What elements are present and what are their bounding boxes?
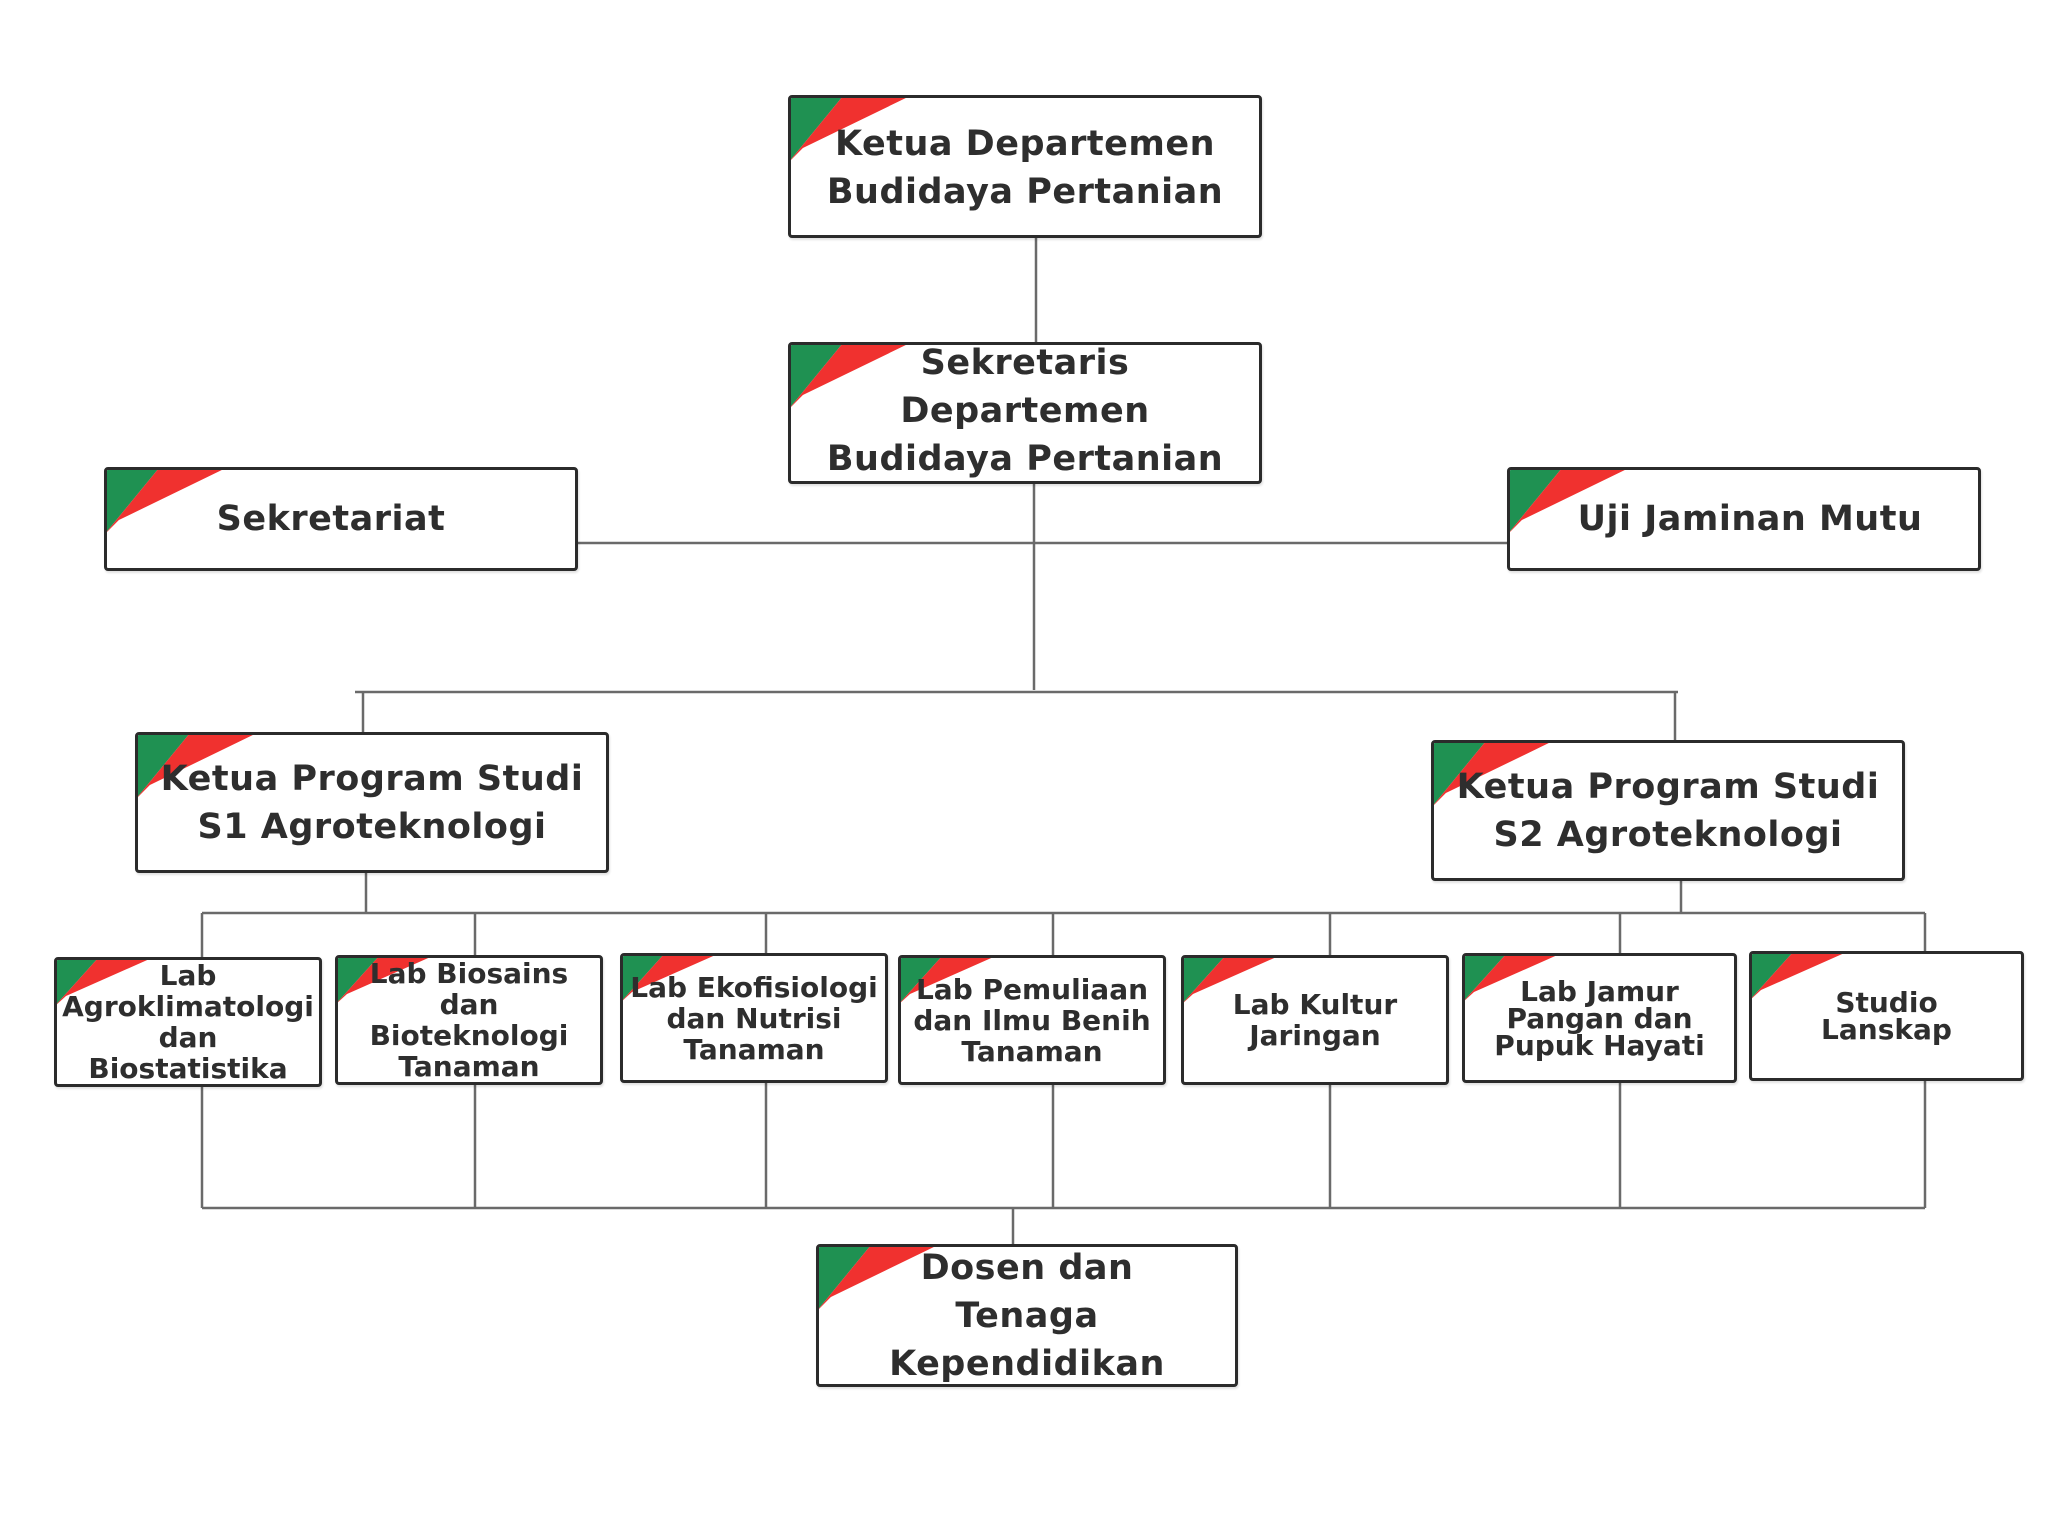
node-lab-jamur: Lab Jamur Pangan dan Pupuk Hayati: [1462, 953, 1737, 1083]
flag-red-stripe: [791, 98, 906, 160]
node-lab-pemuliaan: Lab Pemuliaan dan Ilmu Benih Tanaman: [898, 955, 1166, 1085]
node-studio-lanskap: Studio Lanskap: [1749, 951, 2024, 1081]
flag-red-stripe: [57, 960, 148, 1005]
corner-flag-icon: [138, 735, 253, 797]
corner-flag-icon: [901, 958, 992, 1003]
corner-flag-icon: [791, 345, 906, 407]
corner-flag-icon: [791, 98, 906, 160]
corner-flag-icon: [1510, 470, 1625, 532]
flag-red-stripe: [901, 958, 992, 1003]
corner-flag-icon: [338, 958, 429, 1003]
node-label: Dosen dan Tenaga Kependidikan: [889, 1247, 1165, 1384]
flag-red-stripe: [1184, 958, 1275, 1003]
node-lab-ekofisiologi: Lab Ekofisiologi dan Nutrisi Tanaman: [620, 953, 888, 1083]
flag-red-stripe: [1465, 956, 1556, 1001]
flag-red-stripe: [1434, 743, 1549, 805]
flag-red-stripe: [338, 958, 429, 1003]
node-label: Ketua Departemen Budidaya Pertanian: [826, 123, 1224, 212]
node-label: Lab Jamur Pangan dan Pupuk Hayati: [1494, 974, 1705, 1062]
corner-flag-icon: [57, 960, 148, 1005]
corner-flag-icon: [107, 470, 222, 532]
corner-flag-icon: [1752, 954, 1843, 999]
node-lab-biosains: Lab Biosains dan Bioteknologi Tanaman: [335, 955, 603, 1085]
flag-red-stripe: [1510, 470, 1625, 532]
node-label: Sekretariat: [216, 499, 446, 539]
node-label: Sekretaris Departemen Budidaya Pertanian: [826, 343, 1224, 479]
node-label: Lab Kultur Jaringan: [1232, 988, 1398, 1052]
node-uji-jaminan-mutu: Uji Jaminan Mutu: [1507, 467, 1981, 571]
corner-flag-icon: [1465, 956, 1556, 1001]
node-sekretaris-departemen: Sekretaris Departemen Budidaya Pertanian: [788, 342, 1262, 484]
node-kaprodi-s1: Ketua Program Studi S1 Agroteknologi: [135, 732, 609, 873]
corner-flag-icon: [623, 956, 714, 1001]
node-label: Uji Jaminan Mutu: [1577, 499, 1923, 539]
node-lab-kultur-jaringan: Lab Kultur Jaringan: [1181, 955, 1449, 1085]
node-dosen-tendik: Dosen dan Tenaga Kependidikan: [816, 1244, 1238, 1387]
node-label: Lab Biosains dan Bioteknologi Tanaman: [369, 957, 569, 1083]
node-label: Lab Ekofisiologi dan Nutrisi Tanaman: [630, 970, 878, 1066]
node-sekretariat: Sekretariat: [104, 467, 578, 571]
flag-red-stripe: [819, 1247, 934, 1309]
corner-flag-icon: [1434, 743, 1549, 805]
corner-flag-icon: [819, 1247, 934, 1309]
flag-red-stripe: [791, 345, 906, 407]
node-label: Lab Agroklimatologi dan Biostatistika: [62, 959, 314, 1085]
flag-red-stripe: [1752, 954, 1843, 999]
node-label: Ketua Program Studi S1 Agroteknologi: [160, 758, 584, 847]
flag-red-stripe: [107, 470, 222, 532]
node-kaprodi-s2: Ketua Program Studi S2 Agroteknologi: [1431, 740, 1905, 881]
flag-red-stripe: [623, 956, 714, 1001]
node-label: Lab Pemuliaan dan Ilmu Benih Tanaman: [913, 972, 1151, 1068]
node-ketua-departemen: Ketua Departemen Budidaya Pertanian: [788, 95, 1262, 238]
node-lab-agroklimatologi: Lab Agroklimatologi dan Biostatistika: [54, 957, 322, 1087]
node-label: Studio Lanskap: [1821, 986, 1952, 1046]
node-label: Ketua Program Studi S2 Agroteknologi: [1456, 766, 1880, 855]
flag-green-stripe: [819, 1247, 870, 1309]
corner-flag-icon: [1184, 958, 1275, 1003]
flag-red-stripe: [138, 735, 253, 797]
